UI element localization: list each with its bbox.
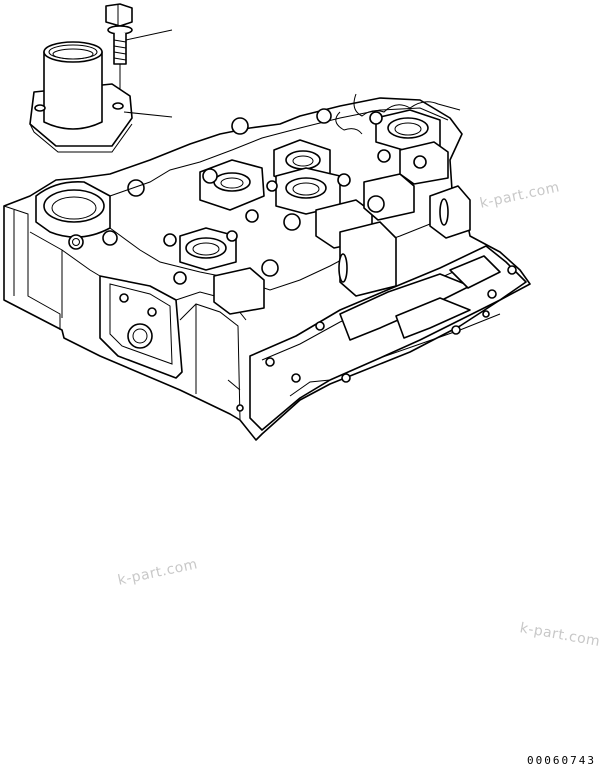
- cylinder-head[interactable]: [3, 93, 531, 441]
- leader-line-bolt: [125, 29, 173, 41]
- figure-number: 00060743: [527, 754, 596, 767]
- thermostat-housing[interactable]: [29, 41, 133, 153]
- leader-line-housing: [123, 111, 173, 118]
- bolt[interactable]: [105, 3, 133, 100]
